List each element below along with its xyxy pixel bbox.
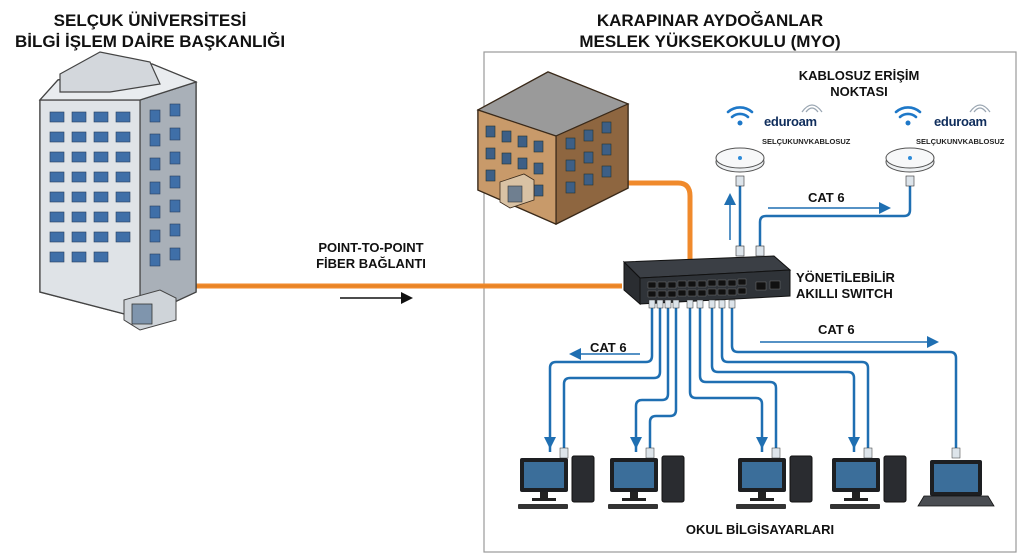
myo-building [476, 71, 630, 225]
wireless-ap-title-line1: KABLOSUZ ERİŞİM [798, 68, 920, 83]
wireless-ap-title-line2: NOKTASI [830, 84, 888, 99]
headquarters-building [38, 51, 198, 331]
cat6-label-right: CAT 6 [818, 322, 855, 337]
wifi-icon [894, 106, 922, 126]
cat6-cables [548, 306, 958, 452]
switch-label-line2: AKILLI SWITCH [796, 286, 893, 301]
desktop-computer-2 [608, 455, 685, 509]
desktop-computer-4 [830, 455, 907, 509]
building-uplink-cable [612, 180, 693, 262]
ssid-label-2: SELÇUKUNVKABLOSUZ [916, 137, 1005, 146]
switch-label-line1: YÖNETİLEBİLİR [796, 270, 895, 285]
fiber-link-label: POINT-TO-POINT FİBER BAĞLANTI [286, 240, 456, 272]
headquarters-title-line1: SELÇUK ÜNİVERSİTESİ [53, 11, 247, 30]
desktop-computer-3 [736, 455, 813, 509]
access-point-1 [715, 147, 765, 173]
access-point-2 [885, 147, 935, 173]
eduroam-logo-1: eduroam [764, 114, 817, 129]
eduroam-waves-icon [801, 104, 991, 113]
headquarters-title-line2: BİLGİ İŞLEM DAİRE BAŞKANLIĞI [14, 32, 286, 51]
ap2-cable [758, 186, 912, 252]
managed-switch [622, 255, 792, 306]
eduroam-logo-2: eduroam [934, 114, 987, 129]
switch-label: YÖNETİLEBİLİR AKILLI SWITCH [796, 270, 895, 302]
myo-title: KARAPINAR AYDOĞANLAR MESLEK YÜKSEKOKULU … [560, 10, 860, 52]
wireless-ap-title: KABLOSUZ ERİŞİM NOKTASI [774, 68, 944, 100]
headquarters-title: SELÇUK ÜNİVERSİTESİ BİLGİ İŞLEM DAİRE BA… [0, 10, 300, 52]
cat6-label-ap: CAT 6 [808, 190, 845, 205]
myo-title-line1: KARAPINAR AYDOĞANLAR [596, 11, 824, 30]
desktop-computer-1 [518, 455, 595, 509]
school-computers-label: OKUL BİLGİSAYARLARI [685, 522, 835, 537]
laptop-computer [917, 460, 995, 507]
cat6-label-left: CAT 6 [590, 340, 627, 355]
fiber-link-label-line2: FİBER BAĞLANTI [316, 256, 426, 271]
myo-title-line2: MESLEK YÜKSEKOKULU (MYO) [579, 32, 841, 51]
wifi-icon [726, 106, 754, 126]
myo-frame [483, 51, 1017, 553]
fiber-link-label-line1: POINT-TO-POINT [318, 240, 424, 255]
ssid-label-1: SELÇUKUNVKABLOSUZ [762, 137, 851, 146]
